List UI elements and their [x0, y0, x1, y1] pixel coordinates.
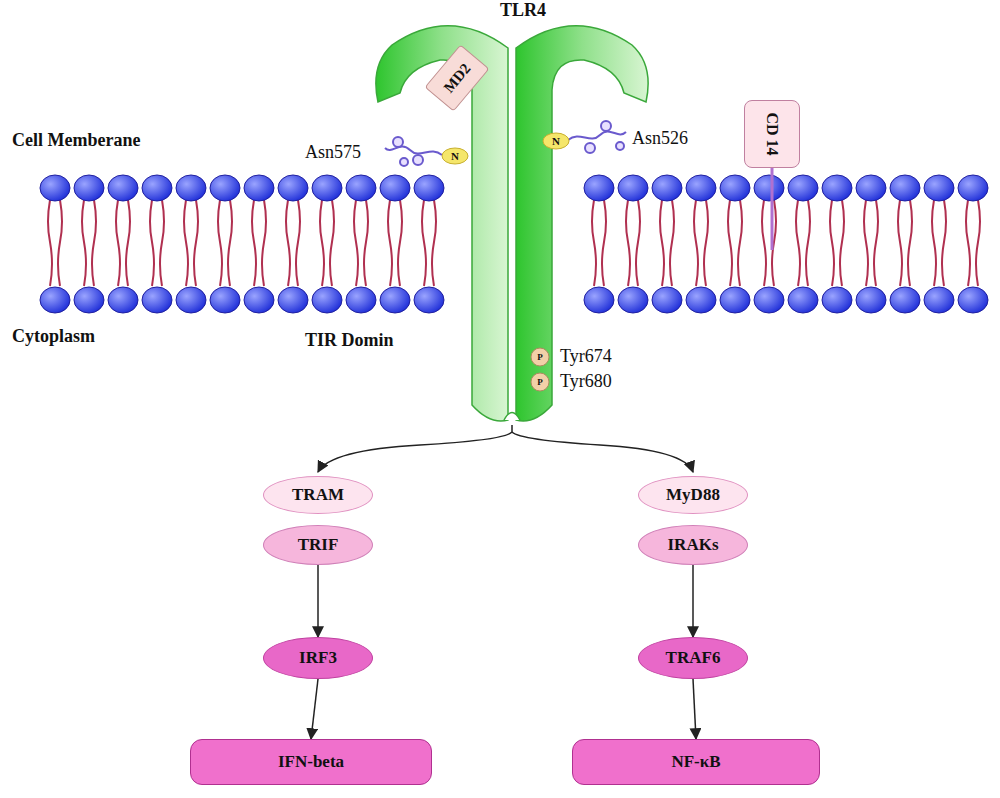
lipid-bilayer: [40, 175, 988, 313]
node-text: MyD88: [666, 485, 720, 505]
signal-arrow: [318, 425, 512, 472]
signal-node: TRAM: [263, 476, 373, 514]
phospho-site: [531, 373, 549, 391]
label: P: [537, 377, 543, 387]
signal-arrow: [512, 432, 693, 472]
node-text: IFN-beta: [278, 752, 344, 772]
arrow-connector: [692, 565, 694, 637]
label: Cytoplasm: [12, 326, 95, 347]
receptor-gap: [509, 180, 515, 235]
label: TIR Domin: [305, 330, 394, 351]
node-text: TRAF6: [666, 648, 721, 668]
signal-node: IFN-beta: [190, 739, 432, 785]
signal-node: IRAKs: [638, 525, 748, 565]
node-text: IRF3: [299, 648, 337, 668]
signal-node: TRAF6: [638, 637, 748, 679]
label: Asn575: [305, 142, 361, 163]
node-text: MD2: [440, 60, 474, 96]
node-text: TRIF: [298, 535, 339, 555]
signal-node: MyD88: [638, 476, 748, 514]
label: N: [552, 135, 560, 147]
cd14-anchor: [771, 168, 774, 250]
label: Tyr674: [560, 346, 612, 367]
arrow-connector: [317, 565, 319, 637]
node-text: TRAM: [292, 485, 344, 505]
arrow-connector: [311, 679, 318, 739]
protein-box: CD 14: [744, 100, 800, 168]
tlr4-chain: [376, 26, 508, 421]
tlr4-chain: [516, 26, 648, 421]
glycan: [385, 121, 626, 166]
node-text: CD 14: [763, 112, 781, 155]
label: P: [537, 352, 543, 362]
n-glycosylation-site: [442, 148, 468, 164]
node-text: NF-κB: [671, 752, 720, 772]
receptor-gap: [509, 250, 515, 295]
label: Cell Memberane: [12, 130, 140, 151]
receptor-notch: [504, 413, 520, 421]
node-text: IRAKs: [667, 535, 718, 555]
signal-node: TRIF: [263, 525, 373, 565]
signal-node: NF-κB: [572, 739, 820, 785]
n-glycosylation-site: [543, 133, 569, 149]
label: N: [451, 150, 459, 162]
phospho-site: [531, 348, 549, 366]
label: Asn526: [632, 128, 688, 149]
label: Tyr680: [560, 371, 612, 392]
arrow-connector: [693, 679, 696, 739]
signal-node: IRF3: [263, 637, 373, 679]
label: TLR4: [500, 0, 546, 21]
